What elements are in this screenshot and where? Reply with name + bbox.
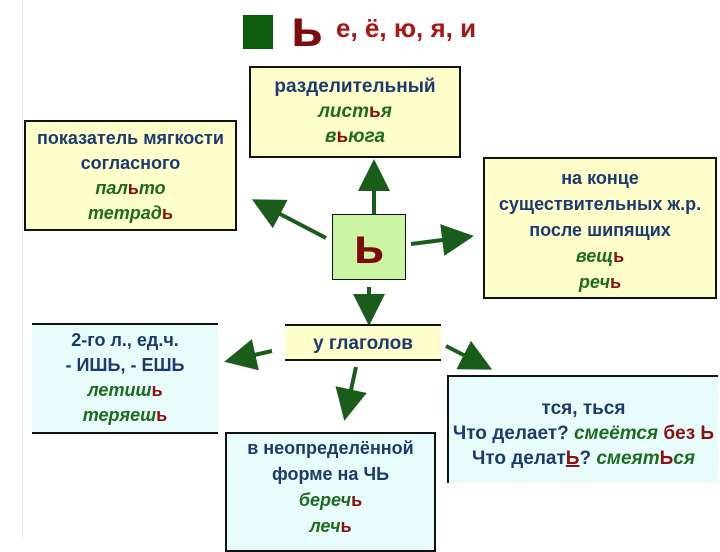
example-word: тетрадь: [88, 203, 173, 223]
example-word: пальто: [95, 178, 166, 198]
arrow-verbs-left: [224, 339, 273, 371]
example-word: вьюга: [324, 126, 386, 147]
rule-line-infinitive: Что делатЬ? смеятЬся: [471, 448, 696, 469]
example-word: летишь: [87, 380, 163, 400]
box-softness: показатель мягкости согласного пальто те…: [24, 120, 237, 231]
box-infinitive: в неопределённой форме на ЧЬ беречь лечь: [225, 432, 436, 552]
box-title: в неопределённой: [247, 438, 414, 458]
title-row: ь е, ё, ю, я, и: [0, 0, 720, 60]
box-title: существительных ж.р.: [498, 194, 702, 214]
title-vowels: е, ё, ю, я, и: [336, 13, 477, 43]
example-word: теряешь: [82, 405, 168, 425]
arrow-right: [410, 224, 474, 256]
example-word: вещь: [575, 246, 625, 266]
arrow-left: [251, 199, 327, 240]
box-tsya: тся, ться Что делает? смеётся без Ь Что …: [447, 375, 718, 483]
box-title: после шипящих: [529, 220, 671, 240]
arrow-verbs-down: [335, 366, 367, 421]
connector-arrows: [224, 159, 493, 421]
box-title: 2-го л., ед.ч.: [71, 330, 179, 350]
example-word: беречь: [298, 490, 363, 510]
page-edge-line: [22, 0, 23, 540]
box-title: показатель мягкости: [37, 128, 224, 148]
example-word: речь: [578, 272, 622, 292]
box-title: согласного: [80, 153, 181, 173]
box-title: разделительный: [274, 76, 436, 97]
center-soft-sign: ь: [332, 214, 406, 280]
box-second-person: 2-го л., ед.ч. - ИШЬ, - ЕШЬ летишь теряе…: [32, 323, 218, 434]
green-square-icon: [243, 15, 273, 49]
title-soft-sign: ь: [291, 0, 323, 58]
arrow-verbs-right: [445, 340, 493, 370]
box-nouns: на конце существительных ж.р. после шипя…: [483, 157, 717, 299]
example-word: листья: [318, 101, 392, 122]
example-word: лечь: [309, 516, 352, 536]
box-title: на конце: [561, 168, 639, 188]
box-separating: разделительный листья вьюга: [249, 66, 461, 158]
rule-line-present: Что делает? смеётся без Ь: [452, 423, 715, 444]
box-verbs: у глаголов: [285, 324, 441, 361]
box-title: тся, ться: [541, 398, 626, 419]
box-title: у глаголов: [313, 333, 413, 354]
box-title: форме на ЧЬ: [271, 464, 390, 484]
box-title: - ИШЬ, - ЕШЬ: [65, 355, 185, 375]
